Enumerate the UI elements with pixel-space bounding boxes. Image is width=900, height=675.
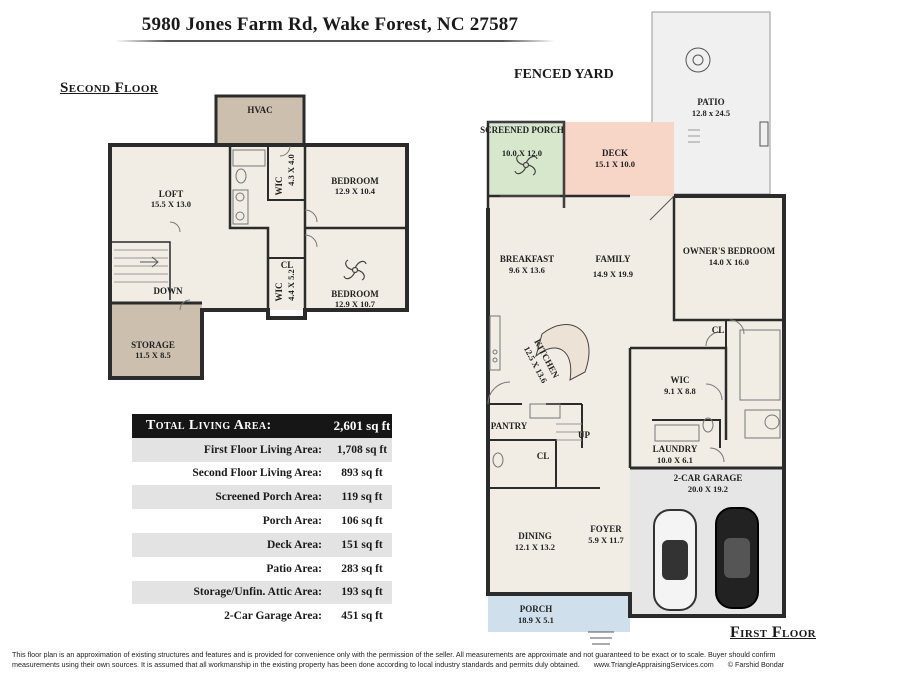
area-label: Second Floor Living Area: bbox=[192, 467, 322, 480]
stairs-down-label: DOWN bbox=[154, 286, 184, 296]
area-summary-table: Total Living Area: 2,601 sq ft First Flo… bbox=[132, 414, 392, 628]
first-floor-fixtures bbox=[487, 47, 781, 645]
owners-bedroom-dims: 14.0 X 16.0 bbox=[709, 257, 749, 267]
patio-dims: 12.8 x 24.5 bbox=[692, 108, 730, 118]
foyer-label: FOYER bbox=[590, 524, 622, 534]
breakfast-label: BREAKFAST bbox=[500, 254, 554, 264]
area-value: 151 sq ft bbox=[332, 532, 392, 557]
table-row: Patio Area: 283 sq ft bbox=[132, 557, 392, 581]
wic-lower-dims: 4.4 X 5.2 bbox=[286, 269, 296, 301]
table-row: Screened Porch Area: 119 sq ft bbox=[132, 485, 392, 510]
area-value: 119 sq ft bbox=[332, 485, 392, 510]
disclaimer: This floor plan is an approximation of e… bbox=[12, 650, 892, 670]
garage-cars bbox=[653, 507, 759, 611]
upper-closet-label: CL bbox=[281, 260, 294, 270]
storage-dims: 11.5 X 8.5 bbox=[135, 350, 170, 360]
address-underline bbox=[115, 40, 555, 42]
area-value: 106 sq ft bbox=[341, 515, 383, 528]
loft-dims: 15.5 X 13.0 bbox=[151, 199, 191, 209]
second-floor-walls bbox=[108, 94, 409, 380]
second-floor-labels: HVAC LOFT 15.5 X 13.0 BEDROOM 12.9 X 10.… bbox=[131, 105, 379, 360]
table-row: First Floor Living Area: 1,708 sq ft bbox=[132, 437, 392, 462]
screened-porch-label: SCREENED PORCH bbox=[480, 125, 564, 135]
family-label: FAMILY bbox=[595, 254, 631, 264]
stairs-up-label: UP bbox=[578, 430, 590, 440]
deck-area bbox=[564, 122, 674, 196]
area-label: Storage/Unfin. Attic Area: bbox=[132, 580, 332, 605]
black-car-windows bbox=[724, 538, 750, 578]
porch-area bbox=[488, 594, 630, 632]
website-link[interactable]: www.TriangleAppraisingServices.com bbox=[593, 660, 714, 669]
disclaimer-text: measurements using their own sources. It… bbox=[12, 660, 580, 669]
fenced-yard-label: FENCED YARD bbox=[514, 67, 614, 82]
porch-dims: 18.9 X 5.1 bbox=[518, 615, 554, 625]
breakfast-dims: 9.6 X 13.6 bbox=[509, 265, 545, 275]
area-value: 451 sq ft bbox=[341, 610, 383, 623]
area-label: 2-Car Garage Area: bbox=[224, 610, 322, 623]
property-address: 5980 Jones Farm Rd, Wake Forest, NC 2758… bbox=[141, 14, 519, 35]
screened-porch-dims: 10.0 X 12.0 bbox=[502, 148, 542, 158]
family-dims: 14.9 X 19.9 bbox=[593, 269, 633, 279]
deck-label: DECK bbox=[602, 148, 628, 158]
laundry-dims: 10.0 X 6.1 bbox=[657, 455, 693, 465]
total-living-area-row: Total Living Area: 2,601 sq ft bbox=[132, 414, 392, 438]
area-value: 893 sq ft bbox=[341, 467, 383, 480]
wic-lower-label: WIC bbox=[274, 282, 284, 301]
second-floor-fixtures bbox=[114, 145, 367, 311]
wic-upper-dims: 4.3 X 4.0 bbox=[286, 154, 296, 186]
loft-label: LOFT bbox=[159, 189, 184, 199]
hvac-room bbox=[216, 96, 304, 145]
bedroom-lower-dims: 12.9 X 10.7 bbox=[335, 299, 376, 309]
wic-dims: 9.1 X 8.8 bbox=[664, 386, 696, 396]
laundry-label: LAUNDRY bbox=[653, 444, 698, 454]
wic-label: WIC bbox=[670, 375, 689, 385]
wic-upper-label: WIC bbox=[274, 176, 284, 195]
patio-label: PATIO bbox=[697, 97, 724, 107]
total-living-area-value: 2,601 sq ft bbox=[332, 414, 392, 438]
area-label: First Floor Living Area: bbox=[132, 437, 332, 462]
area-value: 283 sq ft bbox=[341, 562, 383, 575]
copyright: © Farshid Bondar bbox=[727, 660, 785, 669]
table-row: 2-Car Garage Area: 451 sq ft bbox=[132, 604, 392, 628]
disclaimer-line-2: measurements using their own sources. It… bbox=[12, 660, 892, 670]
total-living-area-label: Total Living Area: bbox=[132, 414, 332, 438]
owners-bedroom-label: OWNER'S BEDROOM bbox=[683, 246, 776, 256]
deck-dims: 15.1 X 10.0 bbox=[595, 159, 635, 169]
area-label: Patio Area: bbox=[266, 562, 322, 575]
porch-label: PORCH bbox=[520, 604, 553, 614]
area-label: Screened Porch Area: bbox=[132, 485, 332, 510]
table-row: Porch Area: 106 sq ft bbox=[132, 509, 392, 533]
disclaimer-line-1: This floor plan is an approximation of e… bbox=[12, 650, 776, 659]
second-floor-title: Second Floor bbox=[60, 80, 159, 96]
bedroom-lower-label: BEDROOM bbox=[331, 289, 379, 299]
area-label: Porch Area: bbox=[262, 515, 322, 528]
table-row: Storage/Unfin. Attic Area: 193 sq ft bbox=[132, 580, 392, 605]
bedroom-upper-dims: 12.9 X 10.4 bbox=[335, 186, 376, 196]
foyer-dims: 5.9 X 11.7 bbox=[588, 535, 624, 545]
area-value: 193 sq ft bbox=[332, 580, 392, 605]
hall-closet-label: CL bbox=[537, 451, 550, 461]
white-car-windows bbox=[662, 540, 688, 580]
bedroom-upper-label: BEDROOM bbox=[331, 176, 379, 186]
table-row: Deck Area: 151 sq ft bbox=[132, 532, 392, 557]
pantry-label: PANTRY bbox=[491, 421, 528, 431]
storage-label: STORAGE bbox=[131, 340, 175, 350]
table-row: Second Floor Living Area: 893 sq ft bbox=[132, 462, 392, 486]
dining-dims: 12.1 X 13.2 bbox=[515, 542, 555, 552]
area-label: Deck Area: bbox=[132, 532, 332, 557]
area-value: 1,708 sq ft bbox=[332, 437, 392, 462]
garage-dims: 20.0 X 19.2 bbox=[688, 484, 728, 494]
dining-label: DINING bbox=[518, 531, 552, 541]
storage-room bbox=[110, 303, 202, 378]
screened-porch-area bbox=[488, 122, 564, 208]
garage-label: 2-CAR GARAGE bbox=[674, 473, 743, 483]
hvac-label: HVAC bbox=[247, 105, 272, 115]
first-floor-title: First Floor bbox=[730, 624, 817, 641]
owner-closet-label: CL bbox=[712, 325, 725, 335]
